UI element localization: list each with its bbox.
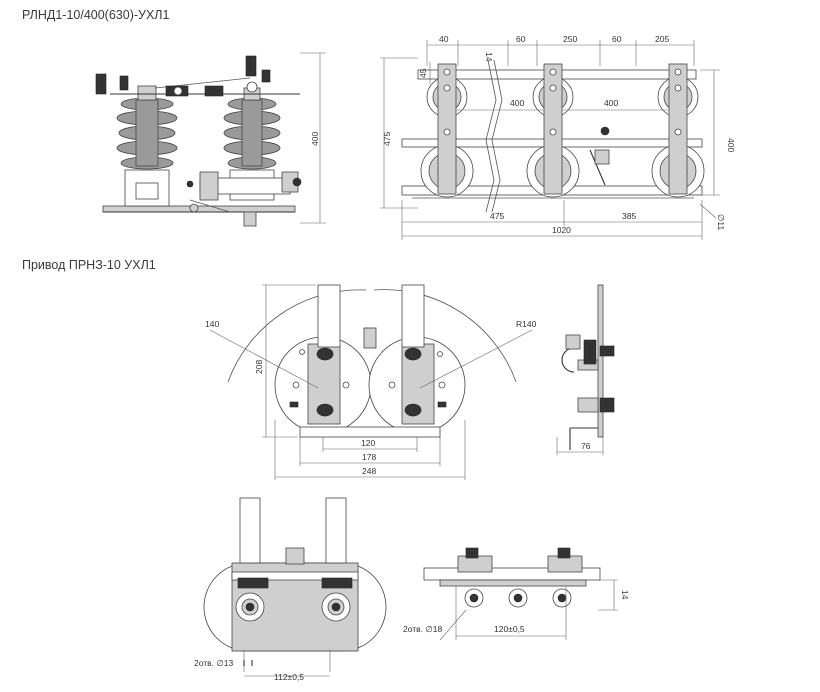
drive-front-view: 140 R140 208 120 178 248 [205, 284, 537, 480]
dim-208: 208 [254, 360, 264, 374]
dim-120-front: 120 [361, 438, 375, 448]
drive-bottom-view: 2отв. ∅13 112±0,5 [194, 497, 387, 682]
dim-1020: 1020 [552, 225, 571, 235]
plan-inner-dimensions: 400 400 [456, 98, 669, 111]
title-main: РЛНД1-10/400(630)-УХЛ1 [22, 8, 170, 22]
plan-drive-link [589, 126, 610, 186]
plan-view-disconnector: 40 14 60 250 60 205 475 45 400 400 [380, 34, 736, 240]
plan-bottom-dimensions: 475 385 1020 [401, 200, 703, 240]
plan-top-dimensions: 40 14 60 250 60 205 [426, 34, 695, 66]
top-holes-label: 2отв. ∅18 [403, 624, 443, 634]
dim-248: 248 [362, 466, 376, 476]
title-drive: Привод ПРНЗ-10 УХЛ1 [22, 258, 156, 272]
dim-178: 178 [362, 452, 376, 462]
dim-475-bottom: 475 [490, 211, 504, 221]
dim-60-right: 60 [612, 34, 622, 44]
dim-400-inner-a: 400 [510, 98, 524, 108]
dim-400-inner-b: 400 [604, 98, 618, 108]
pole-left [420, 63, 474, 198]
dim-40: 40 [439, 34, 449, 44]
drive-shaft-left [317, 284, 341, 348]
drive-center-bolt [363, 327, 377, 349]
dim-140: 140 [205, 319, 219, 329]
dim-14: 14 [484, 52, 494, 62]
dim-205: 205 [655, 34, 669, 44]
dim-120-top: 120±0,5 [494, 624, 525, 634]
dim-475-left: 475 [382, 132, 392, 146]
side-top-contacts [95, 55, 300, 97]
pole-middle [526, 63, 580, 198]
plan-right-dimensions: 400 ∅11 [699, 69, 736, 231]
bottom-holes-label: 2отв. ∅13 [194, 658, 234, 668]
dim-14-top: 14 [620, 590, 630, 600]
drive-shaft-right [401, 284, 425, 348]
drive-side-view: 76 [556, 284, 615, 455]
dim-45: 45 [418, 68, 428, 78]
dim-250: 250 [563, 34, 577, 44]
dim-hole-11: ∅11 [716, 214, 726, 231]
dim-r140: R140 [516, 319, 537, 329]
side-height-label: 400 [310, 132, 320, 146]
side-view-disconnector: 400 [95, 52, 326, 227]
side-base-plate [102, 205, 296, 213]
dim-60-left: 60 [516, 34, 526, 44]
side-drive-mechanism [186, 171, 302, 227]
dim-76: 76 [581, 441, 591, 451]
radius-arc-right [373, 289, 517, 383]
pole-right [651, 63, 705, 198]
side-height-dimension: 400 [300, 52, 326, 224]
side-insulator-left [116, 85, 178, 207]
dim-385: 385 [622, 211, 636, 221]
dim-400-right: 400 [726, 138, 736, 152]
drive-top-view: 120±0,5 2отв. ∅18 14 [403, 547, 630, 641]
plan-left-dimensions: 475 45 [380, 57, 431, 209]
radius-arc-left [227, 289, 367, 383]
dim-112: 112±0,5 [274, 672, 304, 682]
